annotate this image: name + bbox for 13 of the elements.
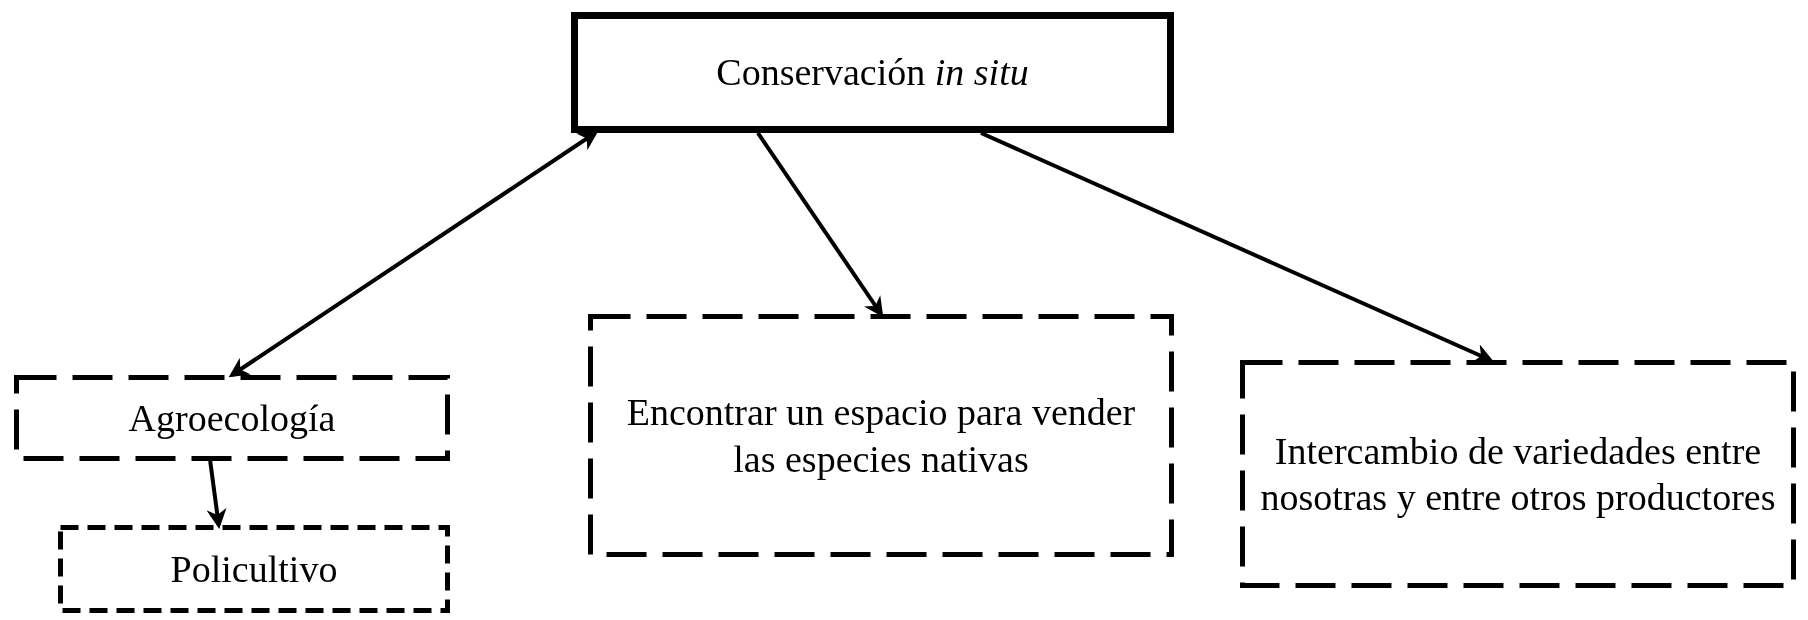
dashed-box xyxy=(14,375,450,461)
node-label: Agroecología xyxy=(128,395,336,441)
arrow xyxy=(228,130,599,378)
node-label: Encontrar un espacio para vender las especies nativas xyxy=(625,390,1137,482)
dashed-box xyxy=(58,525,450,613)
process-box xyxy=(571,12,1174,133)
dashed-box xyxy=(588,314,1174,557)
node-label: Policultivo xyxy=(170,546,338,592)
arrow xyxy=(980,131,1494,363)
dashed-box xyxy=(1240,360,1796,588)
node-label: Conservación in situ xyxy=(716,50,1029,96)
node-label: Intercambio de variedades entre nosotras y entre otros productores xyxy=(1259,428,1777,520)
arrow xyxy=(206,460,227,529)
